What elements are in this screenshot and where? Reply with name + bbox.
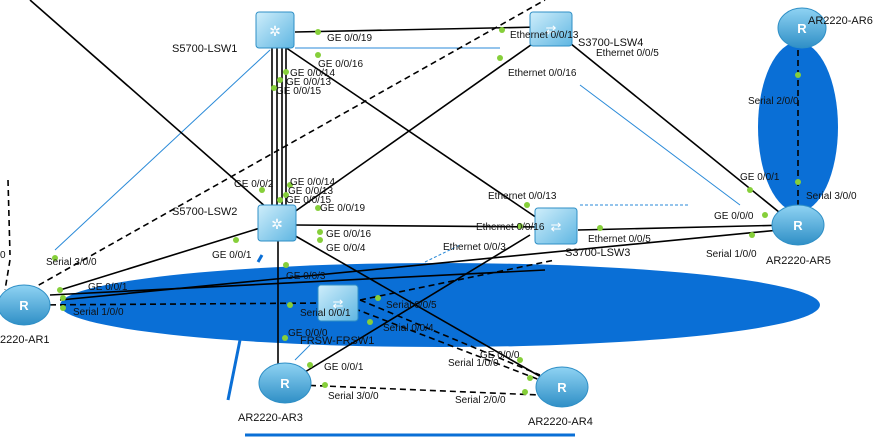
port-label: 0 xyxy=(0,250,6,261)
label-lsw4: S3700-LSW4 xyxy=(578,37,643,49)
label-lsw1: S5700-LSW1 xyxy=(172,43,237,55)
label-ar6: AR2220-AR6 xyxy=(808,15,873,27)
switch-lsw2[interactable]: ✲ xyxy=(257,204,297,242)
switch-frsw1[interactable]: ⇄ xyxy=(317,284,359,322)
port-label: Ethernet 0/0/16 xyxy=(508,68,577,79)
router-ar5[interactable]: R xyxy=(771,204,825,246)
port-label: GE 0/0/1 xyxy=(212,250,252,261)
port-label: Serial 2/0/0 xyxy=(455,395,506,406)
label-lsw3: S3700-LSW3 xyxy=(565,247,630,259)
port-label: Serial 3/0/0 xyxy=(806,191,857,202)
label-ar5: AR2220-AR5 xyxy=(766,255,831,267)
port-label: Serial 1/0/0 xyxy=(448,358,499,369)
port-label: GE 0/0/13 xyxy=(288,186,333,197)
router-icon xyxy=(535,366,589,408)
port-dots xyxy=(52,27,801,395)
port-label: Serial 0/0/4 xyxy=(383,323,434,334)
switch-glyph: ✲ xyxy=(271,216,283,232)
port-label: Serial 0/0/5 xyxy=(386,300,437,311)
port-label: Ethernet 0/0/13 xyxy=(488,191,557,202)
port-labels: GE 0/0/19 GE 0/0/16 GE 0/0/14 GE 0/0/13 … xyxy=(0,30,857,406)
switch-icon xyxy=(255,11,295,49)
port-label: Serial 1/0/0 xyxy=(706,249,757,260)
switch-lsw3[interactable]: ⇄ xyxy=(534,207,578,245)
port-label: GE 0/0/0 xyxy=(480,350,520,361)
router-glyph: R xyxy=(793,218,803,233)
port-label: GE 0/0/3 xyxy=(286,271,326,282)
switch-icon xyxy=(317,284,359,322)
port-label: GE 0/0/16 xyxy=(318,59,363,70)
port-label: Ethernet 0/0/5 xyxy=(588,234,651,245)
switch-glyph: ⇄ xyxy=(551,219,562,234)
port-label: GE 0/0/1 xyxy=(324,362,364,373)
switch-lsw1[interactable]: ✲ xyxy=(255,11,295,49)
label-ar3: AR2220-AR3 xyxy=(238,412,303,424)
port-label: GE 0/0/2 xyxy=(234,179,274,190)
router-ar4[interactable]: R xyxy=(535,366,589,408)
port-label: GE 0/0/1 xyxy=(740,172,780,183)
router-icon xyxy=(258,362,312,404)
switch-icon xyxy=(529,11,573,47)
port-label: GE 0/0/14 xyxy=(290,177,335,188)
switch-glyph: ✲ xyxy=(269,23,281,39)
router-ar1[interactable]: R xyxy=(0,284,51,326)
port-label: GE 0/0/4 xyxy=(326,243,366,254)
port-label: GE 0/0/15 xyxy=(286,195,331,206)
switch-icon xyxy=(534,207,578,245)
port-label: Serial 2/0/0 xyxy=(748,96,799,107)
port-label: GE 0/0/19 xyxy=(320,203,365,214)
serial-link-ellipse xyxy=(758,42,838,212)
port-label: GE 0/0/0 xyxy=(714,211,754,222)
broadcast-domain-ellipse xyxy=(60,263,820,347)
port-label: GE 0/0/19 xyxy=(327,33,372,44)
port-label: GE 0/0/16 xyxy=(326,229,371,240)
router-icon xyxy=(0,284,51,326)
label-ar4: AR2220-AR4 xyxy=(528,416,593,428)
switch-lsw4[interactable]: ⇄ xyxy=(529,11,573,47)
switch-glyph: ⇄ xyxy=(546,22,557,37)
router-ar3[interactable]: R xyxy=(258,362,312,404)
router-glyph: R xyxy=(797,21,807,36)
port-label: GE 0/0/15 xyxy=(276,86,321,97)
port-label: Serial 1/0/0 xyxy=(73,307,124,318)
port-label: Ethernet 0/0/3 xyxy=(443,242,506,253)
router-ar6[interactable]: R xyxy=(777,7,827,49)
router-icon xyxy=(777,7,827,49)
ethernet-links xyxy=(29,0,801,386)
port-label: GE 0/0/1 xyxy=(88,282,128,293)
label-lsw2: S5700-LSW2 xyxy=(172,206,237,218)
port-label: Ethernet 0/0/13 xyxy=(510,30,579,41)
port-label: Ethernet 0/0/5 xyxy=(596,48,659,59)
label-ar1: 2220-AR1 xyxy=(0,334,50,346)
port-label: Serial 3/0/0 xyxy=(46,257,97,268)
router-glyph: R xyxy=(280,376,290,391)
serial-links xyxy=(4,0,799,396)
port-label: Serial 3/0/0 xyxy=(328,391,379,402)
port-label: GE 0/0/14 xyxy=(290,68,335,79)
label-frsw: FRSW-FRSW1 xyxy=(300,335,374,347)
router-glyph: R xyxy=(557,380,567,395)
device-labels: S5700-LSW1 S5700-LSW2 S3700-LSW3 S3700-L… xyxy=(0,15,873,428)
port-label: GE 0/0/13 xyxy=(286,77,331,88)
port-label: GE 0/0/0 xyxy=(288,328,328,339)
switch-icon xyxy=(257,204,297,242)
router-icon xyxy=(771,204,825,246)
switch-glyph: ⇄ xyxy=(333,296,344,311)
annotation-lines xyxy=(54,47,741,361)
port-label: Ethernet 0/0/16 xyxy=(476,222,545,233)
thick-blue-lines xyxy=(226,254,575,437)
router-glyph: R xyxy=(19,298,29,313)
port-label: Serial 0/0/1 xyxy=(300,308,351,319)
